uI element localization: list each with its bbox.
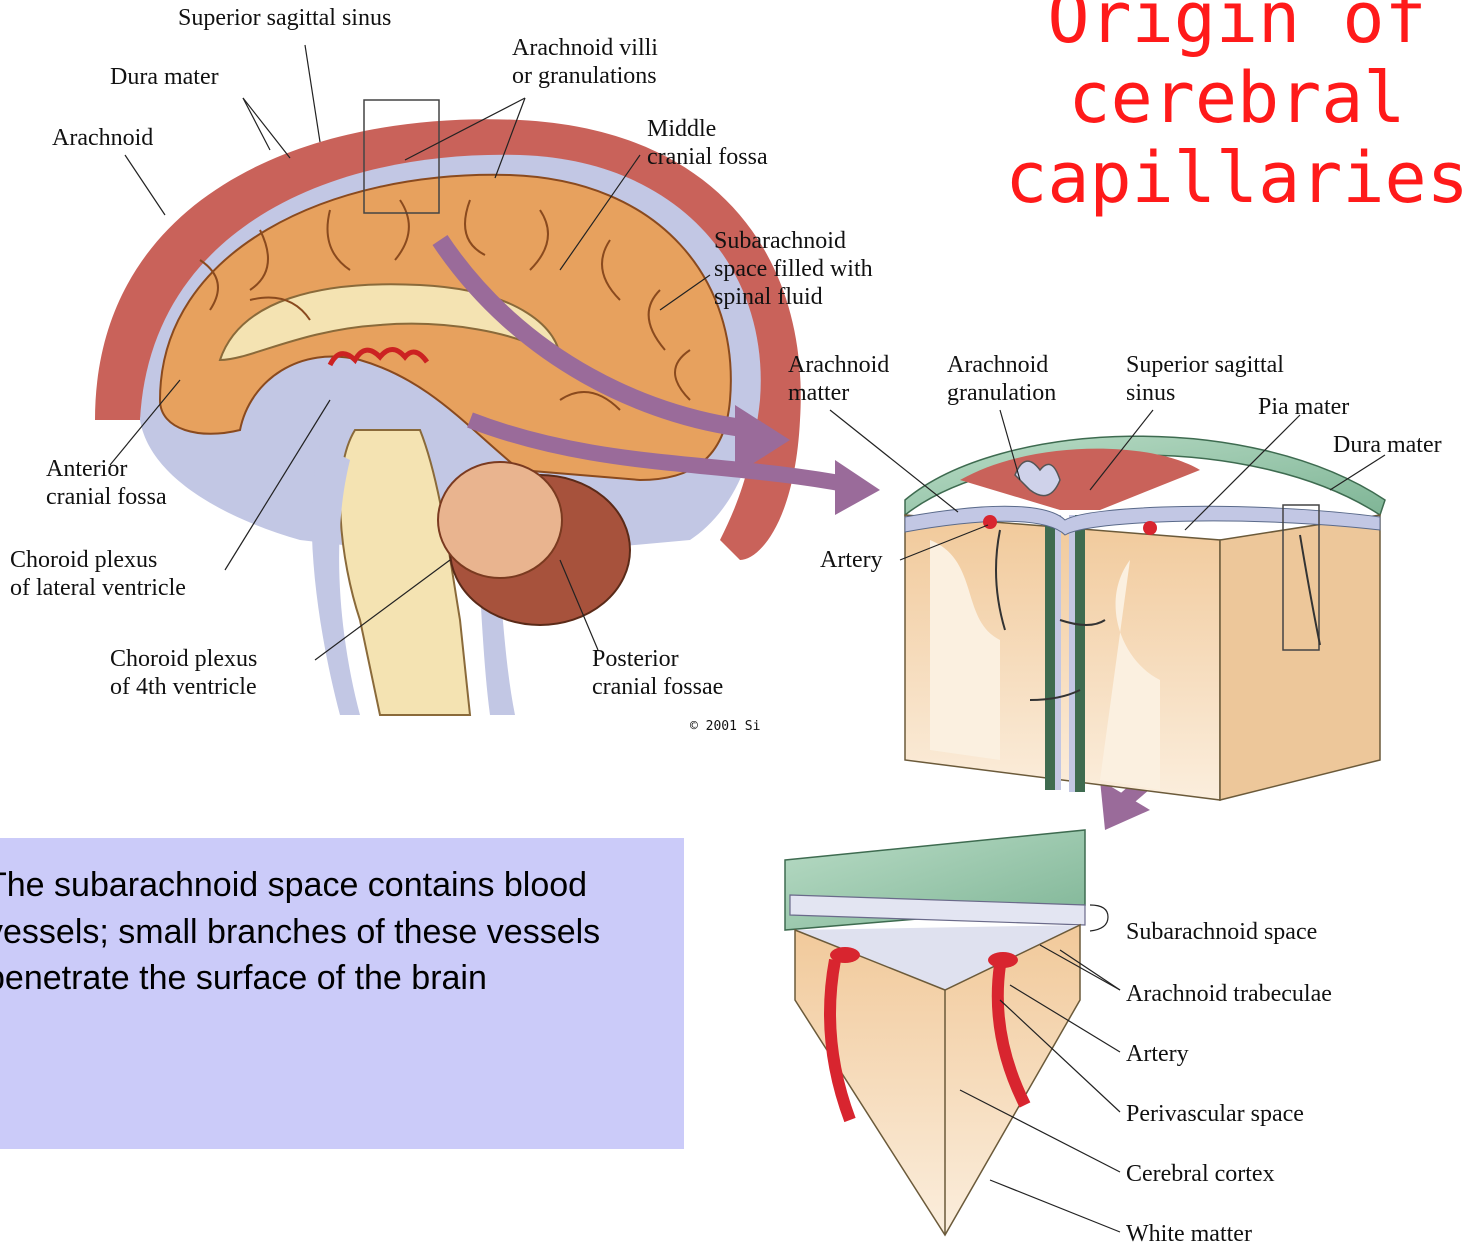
- label-anterior-fossa-line-1: Anterior: [46, 455, 167, 483]
- label-posterior-cranial-fossae: Posterior cranial fossae: [592, 645, 723, 701]
- label-artery-section: Artery: [820, 546, 883, 574]
- label-pia-mater: Pia mater: [1258, 393, 1349, 421]
- label-posterior-fossae-line-2: cranial fossae: [592, 673, 723, 701]
- label-middle-fossa-line-2: cranial fossa: [647, 143, 768, 171]
- label-choroid-lateral-line-1: Choroid plexus: [10, 546, 186, 574]
- slide-title: Origin of cerebral capillaries: [1002, 0, 1472, 218]
- label-arachnoid-matter-line-2: matter: [788, 379, 889, 407]
- title-line-3: capillaries: [1002, 138, 1472, 218]
- label-posterior-fossae-line-1: Posterior: [592, 645, 723, 673]
- label-subarachnoid-line-3: spinal fluid: [714, 283, 873, 311]
- label-superior-sinus-line-1: Superior sagittal: [1126, 351, 1284, 379]
- label-choroid-lateral-line-2: of lateral ventricle: [10, 574, 186, 602]
- note-box: The subarachnoid space contains blood ve…: [0, 838, 684, 1149]
- label-subarachnoid-line-2: space filled with: [714, 255, 873, 283]
- label-arachnoid-granulation-line-2: granulation: [947, 379, 1056, 407]
- label-choroid-plexus-4th: Choroid plexus of 4th ventricle: [110, 645, 257, 701]
- label-anterior-cranial-fossa: Anterior cranial fossa: [46, 455, 167, 511]
- detail-artery-cap-2: [988, 952, 1018, 968]
- label-subarachnoid-line-1: Subarachnoid: [714, 227, 873, 255]
- label-arachnoid-granulation: Arachnoid granulation: [947, 351, 1056, 407]
- label-arachnoid-matter: Arachnoid matter: [788, 351, 889, 407]
- label-arachnoid-granulation-line-1: Arachnoid: [947, 351, 1056, 379]
- section-artery-left: [983, 515, 997, 529]
- label-anterior-fossa-line-2: cranial fossa: [46, 483, 167, 511]
- label-arachnoid-villi-line-2: or granulations: [512, 62, 658, 90]
- label-superior-sagittal-sinus: Superior sagittal sinus: [178, 4, 391, 32]
- label-arachnoid-villi: Arachnoid villi or granulations: [512, 34, 658, 90]
- section-artery-right: [1143, 521, 1157, 535]
- label-perivascular-space: Perivascular space: [1126, 1100, 1304, 1128]
- label-middle-fossa-line-1: Middle: [647, 115, 768, 143]
- note-text: The subarachnoid space contains blood ve…: [0, 838, 670, 1002]
- detail-artery-cap-1: [830, 947, 860, 963]
- label-artery-detail: Artery: [1126, 1040, 1189, 1068]
- title-line-2: cerebral: [1002, 58, 1472, 138]
- arrow-from-brain-head: [835, 460, 880, 515]
- title-line-1: Origin of: [1002, 0, 1472, 58]
- label-choroid-4th-line-1: Choroid plexus: [110, 645, 257, 673]
- label-choroid-plexus-lateral: Choroid plexus of lateral ventricle: [10, 546, 186, 602]
- sagittal-brain-illustration: [95, 100, 801, 715]
- label-arachnoid: Arachnoid: [52, 124, 153, 152]
- detail-block-illustration: [785, 830, 1085, 1235]
- label-dura-mater-section: Dura mater: [1333, 431, 1442, 459]
- label-dura-mater: Dura mater: [110, 63, 219, 91]
- label-middle-cranial-fossa: Middle cranial fossa: [647, 115, 768, 171]
- copyright-text: © 2001 Si: [690, 719, 760, 734]
- cerebellum-arbor: [438, 462, 562, 578]
- label-subarachnoid-space-csf: Subarachnoid space filled with spinal fl…: [714, 227, 873, 311]
- section-right-face: [1220, 515, 1380, 800]
- label-arachnoid-trabeculae: Arachnoid trabeculae: [1126, 980, 1332, 1008]
- label-subarachnoid-space: Subarachnoid space: [1126, 918, 1317, 946]
- label-choroid-4th-line-2: of 4th ventricle: [110, 673, 257, 701]
- label-arachnoid-villi-line-1: Arachnoid villi: [512, 34, 658, 62]
- label-cerebral-cortex: Cerebral cortex: [1126, 1160, 1275, 1188]
- label-arachnoid-matter-line-1: Arachnoid: [788, 351, 889, 379]
- meninges-section-illustration: [905, 436, 1385, 800]
- label-white-matter: White matter: [1126, 1220, 1252, 1248]
